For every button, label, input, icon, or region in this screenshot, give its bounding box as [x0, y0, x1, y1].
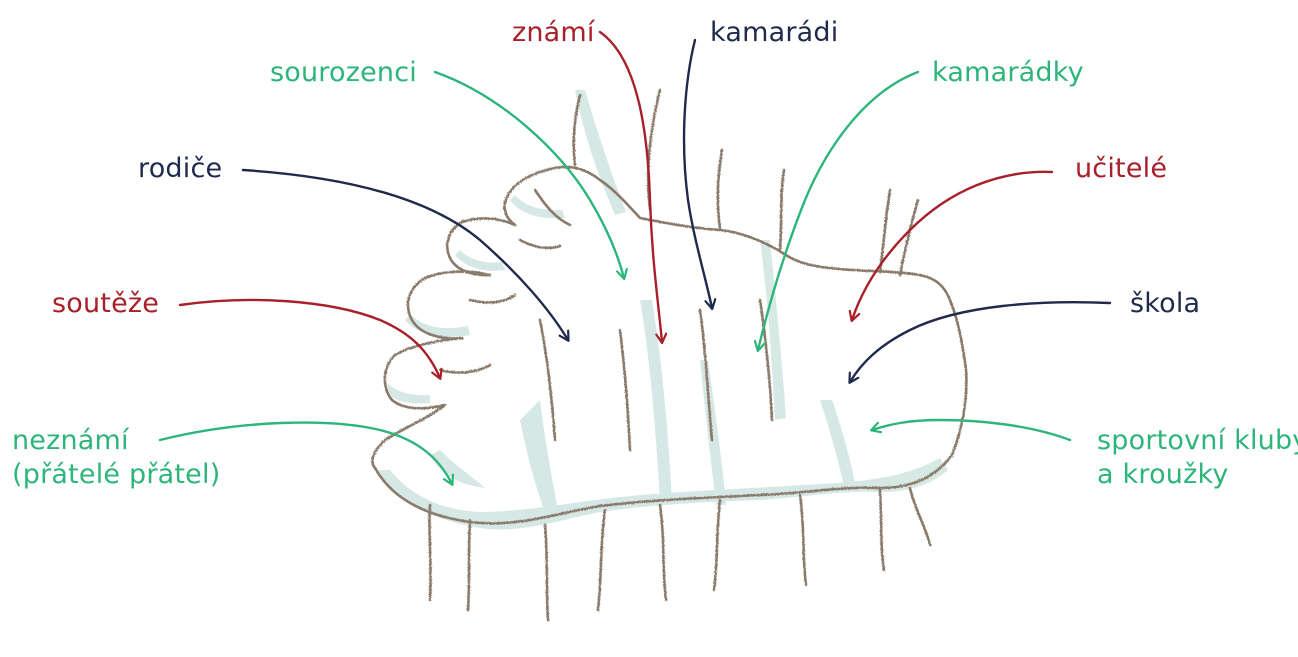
- label-kamaradky: kamarádky: [932, 56, 1084, 90]
- label-neznami: neznámí (přátelé přátel): [12, 424, 220, 492]
- label-skola: škola: [1130, 287, 1200, 321]
- hand-outline: [372, 90, 966, 620]
- label-rodice: rodiče: [138, 152, 222, 186]
- arrow-kamaradi: [684, 40, 712, 308]
- arrow-sport: [872, 420, 1070, 440]
- label-ucitele: učitelé: [1075, 152, 1167, 186]
- arrow-skola: [850, 302, 1110, 382]
- label-neznami-line1: neznámí: [12, 424, 220, 458]
- label-sport-line2: a kroužky: [1097, 458, 1298, 492]
- label-znami: známí: [512, 16, 595, 50]
- label-neznami-line2: (přátelé přátel): [12, 458, 220, 492]
- arrows: [160, 32, 1110, 484]
- label-kamaradi: kamarádi: [710, 16, 838, 50]
- hand-shading: [375, 90, 948, 529]
- label-sport: sportovní kluby a kroužky: [1097, 424, 1298, 492]
- label-souteze: soutěže: [52, 287, 159, 321]
- label-sport-line1: sportovní kluby: [1097, 424, 1298, 458]
- arrow-rodice: [243, 170, 568, 340]
- label-sourozenci: sourozenci: [270, 56, 417, 90]
- arrow-souteze: [180, 300, 440, 378]
